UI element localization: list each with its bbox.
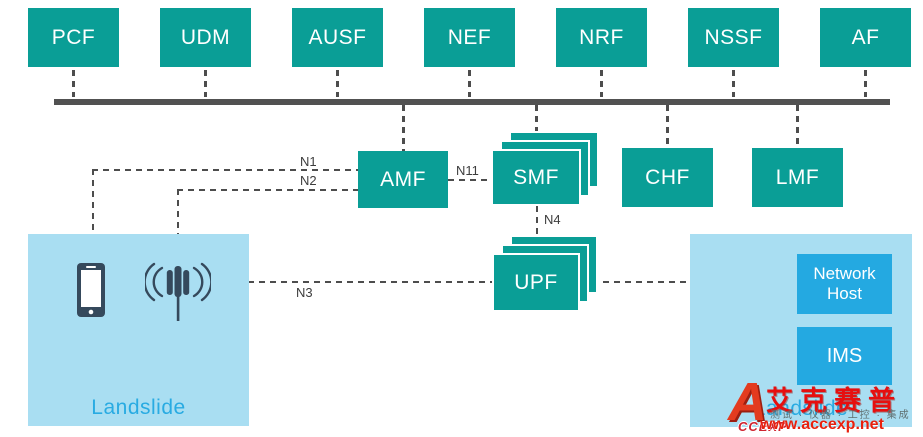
- n2-line-horizontal: [177, 189, 358, 191]
- right-zone-label: Landslide: [753, 397, 849, 420]
- bus-amf-connector: [402, 105, 405, 151]
- phone-icon: [77, 263, 105, 317]
- nf-box-nrf: NRF: [556, 8, 647, 67]
- n11-label: N11: [456, 163, 479, 178]
- sbi-bus: [54, 99, 890, 105]
- nf-box-af: AF: [820, 8, 911, 67]
- n2-line-vertical: [177, 189, 179, 250]
- n1-line-horizontal: [92, 169, 358, 171]
- af-bus-connector: [864, 70, 867, 97]
- nf-box-nssf: NSSF: [688, 8, 779, 67]
- n1-line-vertical: [92, 169, 94, 250]
- nf-box-nef: NEF: [424, 8, 515, 67]
- network-host-box: Network Host: [797, 254, 892, 314]
- pcf-bus-connector: [72, 70, 75, 97]
- n4-line: [536, 206, 538, 235]
- ausf-bus-connector: [336, 70, 339, 97]
- nrf-bus-connector: [600, 70, 603, 97]
- nf-box-pcf: PCF: [28, 8, 119, 67]
- left-zone-landslide: Landslide: [28, 234, 249, 426]
- accexp-logo-icon: A: [728, 372, 767, 432]
- accexp-logo-text: CCEXP: [738, 419, 788, 434]
- nf-box-lmf: LMF: [752, 148, 843, 207]
- watermark-slogan: 测试 · 仪器 · 工控 · 集成: [770, 410, 911, 421]
- n4-label: N4: [544, 212, 561, 227]
- n3-line: [215, 281, 492, 283]
- accexp-watermark: A CCEXP 艾克赛普 测试 · 仪器 · 工控 · 集成 www.accex…: [726, 375, 922, 437]
- nf-box-upf: UPF: [492, 253, 580, 312]
- nf-box-smf: SMF: [491, 149, 581, 206]
- bus-chf-connector: [666, 105, 669, 148]
- watermark-brand-name: 艾克赛普: [766, 386, 902, 416]
- bus-lmf-connector: [796, 105, 799, 148]
- n2-label: N2: [300, 173, 317, 188]
- n11-line: [448, 179, 491, 181]
- udm-bus-connector: [204, 70, 207, 97]
- nf-box-udm: UDM: [160, 8, 251, 67]
- nf-box-chf: CHF: [622, 148, 713, 207]
- nssf-bus-connector: [732, 70, 735, 97]
- n3-label: N3: [296, 285, 313, 300]
- antenna-icon: [143, 259, 213, 321]
- bus-smf-connector: [535, 105, 538, 131]
- left-zone-label: Landslide: [91, 396, 186, 419]
- n1-label: N1: [300, 154, 317, 169]
- ims-box: IMS: [797, 327, 892, 385]
- nef-bus-connector: [468, 70, 471, 97]
- nf-box-amf: AMF: [358, 151, 448, 208]
- nf-box-ausf: AUSF: [292, 8, 383, 67]
- watermark-url: www.accexp.net: [760, 416, 884, 433]
